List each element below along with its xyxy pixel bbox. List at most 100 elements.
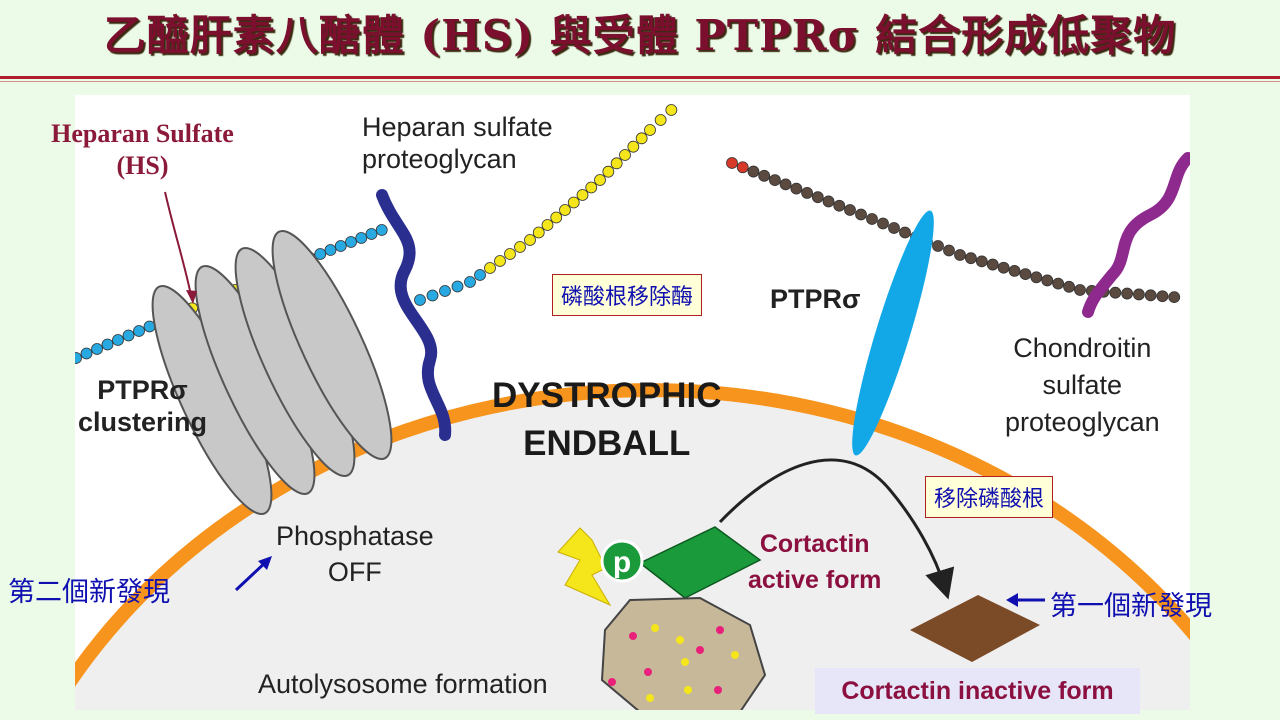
sugar-bead [654, 114, 667, 126]
cortactin-inactive-shape [910, 595, 1040, 662]
cortactin-active-line1: Cortactin [759, 530, 870, 558]
sugar-bead [975, 255, 988, 268]
sugar-bead [1008, 265, 1021, 277]
sugar-bead [790, 182, 803, 195]
cortactin-inactive-label: Cortactin inactive form [815, 668, 1140, 714]
cell-membrane [75, 383, 1190, 687]
sugar-bead [943, 244, 955, 257]
sugar-bead [844, 204, 856, 216]
hs-pointer-arrowhead [186, 290, 197, 304]
sugar-bead [769, 174, 781, 186]
sugar-bead [532, 226, 545, 239]
ptpr-receptor [271, 230, 393, 460]
sugar-bead [451, 280, 464, 293]
autolysosome-particle [608, 678, 616, 686]
sugar-bead [986, 258, 999, 271]
sugar-bead [345, 236, 357, 248]
cspg-label-line2: sulfate [1042, 370, 1123, 400]
sugar-bead [75, 352, 82, 364]
sugar-bead [1052, 277, 1065, 290]
title-divider [0, 76, 1280, 79]
sugar-bead [365, 228, 378, 240]
sugar-bead [439, 285, 451, 297]
dephosphorylation-arrow [718, 458, 955, 600]
autolysosome-particle [681, 658, 689, 666]
cspg-core-protein [1082, 152, 1190, 318]
sugar-bead [494, 255, 506, 267]
phosphatase-annotation: 磷酸根移除酶 [552, 274, 703, 316]
heparan-sulfate-label: Heparan Sulfate (HS) [20, 118, 265, 182]
sugar-bead [855, 208, 867, 221]
autolysosome-particle [731, 651, 739, 659]
dephosphorylation-annotation: 移除磷酸根 [925, 476, 1054, 518]
sugar-bead [133, 325, 145, 337]
cspg-label: Chondroitin sulfate proteoglycan [1005, 330, 1160, 441]
autolysosome-contents [608, 624, 739, 702]
sugar-bead [758, 169, 771, 182]
sugar-bead [877, 217, 889, 230]
hspg-label-line2: proteoglycan [362, 144, 517, 174]
sugar-bead [1063, 280, 1075, 293]
sugar-bead [375, 224, 388, 236]
sugar-bead [1156, 290, 1169, 303]
sugar-bead [779, 178, 792, 191]
endball-label-line1: DYSTROPHIC [492, 376, 722, 415]
ptpr-label: PTPRσ [770, 284, 861, 314]
sugar-bead [833, 199, 846, 212]
hspg-core-protein [376, 189, 452, 441]
sugar-bead [932, 240, 944, 252]
sugar-bead [1132, 288, 1145, 301]
phosphatase-off-line1: Phosphatase [276, 521, 434, 551]
phospho-icon [600, 539, 644, 583]
sugar-bead [602, 165, 615, 178]
hspg-label-line1: Heparan sulfate [362, 112, 553, 142]
sugar-bead [576, 189, 589, 201]
autolysosome-particle [684, 686, 692, 694]
sugar-bead [314, 248, 327, 260]
sugar-bead [811, 191, 824, 204]
first-discovery-label: 第一個新發現 [1050, 591, 1212, 622]
autolysosome-particle [651, 624, 659, 632]
clustering-label-line1: PTPRσ [97, 375, 188, 405]
sugar-bead [965, 252, 977, 265]
autolysosome-particle [714, 686, 722, 694]
lightning-icon [557, 527, 612, 607]
sugar-bead [619, 149, 631, 161]
sugar-bead [559, 204, 571, 216]
sugar-bead [91, 343, 103, 355]
sugar-bead [514, 241, 526, 253]
sugar-bead [635, 132, 648, 145]
sugar-bead [997, 261, 1010, 274]
title-divider-thin [0, 81, 1280, 82]
ptpr-clustering-receptors [151, 230, 393, 515]
endball-label: DYSTROPHIC ENDBALL [492, 372, 721, 468]
cortactin-active-shape [638, 526, 762, 599]
sugar-bead [122, 329, 135, 342]
sugar-bead [414, 294, 426, 306]
autolysosome-particle [644, 668, 652, 676]
sugar-bead [1121, 287, 1134, 300]
sugar-bead [899, 226, 911, 239]
hs-label-line1: Heparan Sulfate [51, 119, 234, 148]
sugar-bead [822, 195, 835, 208]
sugar-bead [627, 140, 640, 153]
sugar-bead [1074, 284, 1086, 296]
cspg-label-line1: Chondroitin [1013, 333, 1152, 363]
phosphatase-off-line2: OFF [327, 557, 382, 587]
sugar-bead [610, 157, 623, 170]
cortactin-active-label: Cortactin active form [748, 526, 881, 598]
cspg-label-line3: proteoglycan [1005, 407, 1160, 437]
autolysosome-particle [676, 636, 684, 644]
sugar-bead [1144, 289, 1157, 302]
endball-label-line2: ENDBALL [523, 424, 691, 463]
sugar-bead [888, 222, 900, 234]
sugar-bead [334, 240, 347, 252]
sugar-bead [524, 234, 536, 246]
autolysosome-particle [716, 626, 724, 634]
first-discovery-arrowhead [1006, 593, 1018, 607]
autolysosome-particle [646, 694, 654, 702]
hspg-label: Heparan sulfate proteoglycan [362, 111, 553, 175]
clustering-label-line2: clustering [78, 407, 208, 437]
sugar-bead [474, 269, 486, 281]
